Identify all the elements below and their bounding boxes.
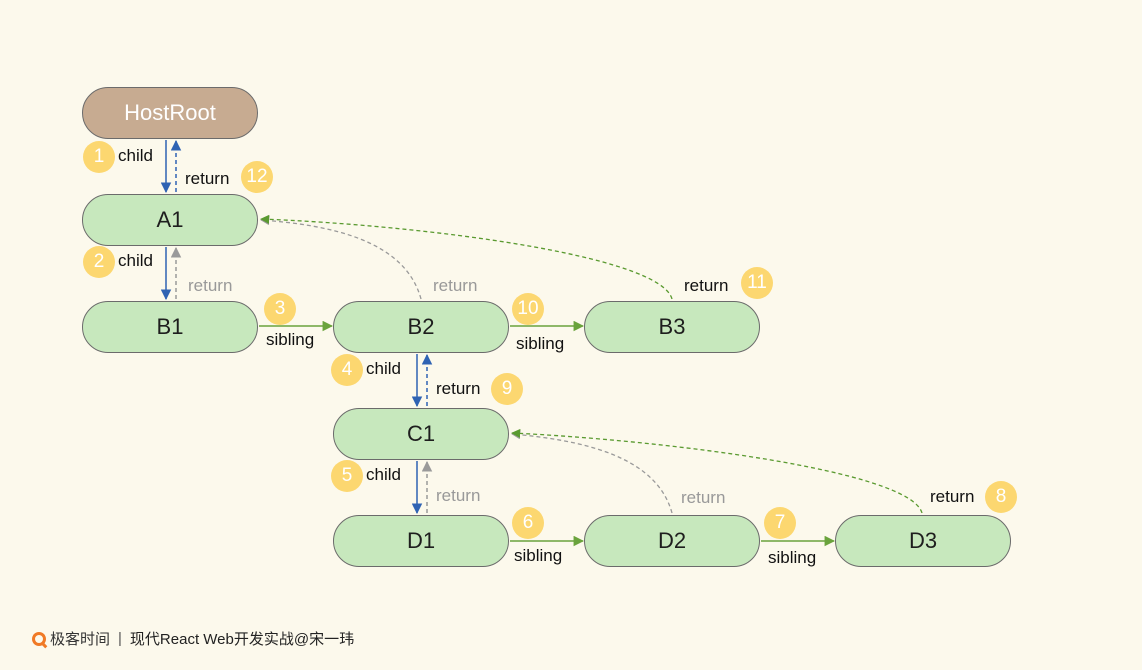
label-child-2: child xyxy=(118,251,153,270)
label-return-b2: return xyxy=(433,276,478,295)
node-d3: D3 xyxy=(835,515,1011,567)
step-badge-6: 6 xyxy=(512,507,544,539)
label-return-12: return xyxy=(185,169,230,188)
node-c1: C1 xyxy=(333,408,509,460)
edge-return-d3-c1 xyxy=(511,428,923,514)
node-b1: B1 xyxy=(82,301,258,353)
node-d2: D2 xyxy=(584,515,760,567)
footer-course: 现代React Web开发实战@宋一玮 xyxy=(129,631,355,648)
step-badge-3: 3 xyxy=(264,293,296,325)
edge-return-d2-c1 xyxy=(511,430,673,514)
node-d1: D1 xyxy=(333,515,509,567)
step-badge-1: 1 xyxy=(83,141,115,173)
node-b3: B3 xyxy=(584,301,760,353)
label-child-1: child xyxy=(118,146,153,165)
step-badge-10: 10 xyxy=(512,293,544,325)
label-child-5: child xyxy=(366,465,401,484)
step-badge-11: 11 xyxy=(741,267,773,299)
label-sibling-10: sibling xyxy=(516,334,565,353)
label-return-9: return xyxy=(436,379,481,398)
step-badge-8: 8 xyxy=(985,481,1017,513)
footer-brand: 极客时间 xyxy=(50,631,111,648)
step-badge-4: 4 xyxy=(331,354,363,386)
label-return-d1: return xyxy=(436,486,481,505)
step-badge-2: 2 xyxy=(83,246,115,278)
node-hostroot: HostRoot xyxy=(82,87,258,139)
step-badge-9: 9 xyxy=(491,373,523,405)
label-sibling-3: sibling xyxy=(266,330,315,349)
geektime-logo-icon xyxy=(32,631,46,646)
label-child-4: child xyxy=(366,359,401,378)
step-badge-5: 5 xyxy=(331,460,363,492)
label-return-d2: return xyxy=(681,488,726,507)
node-a1: A1 xyxy=(82,194,258,246)
step-badge-12: 12 xyxy=(241,161,273,193)
footer: 极客时间 | 现代React Web开发实战@宋一玮 xyxy=(32,628,354,649)
label-return-8: return xyxy=(930,487,975,506)
label-return-b1: return xyxy=(188,276,233,295)
node-b2: B2 xyxy=(333,301,509,353)
footer-separator: | xyxy=(118,630,122,647)
label-sibling-7: sibling xyxy=(768,548,817,567)
edge-return-b3-a1 xyxy=(260,214,673,300)
label-sibling-6: sibling xyxy=(514,546,563,565)
label-return-11: return xyxy=(684,276,729,295)
step-badge-7: 7 xyxy=(764,507,796,539)
edge-return-b2-a1 xyxy=(260,216,422,300)
